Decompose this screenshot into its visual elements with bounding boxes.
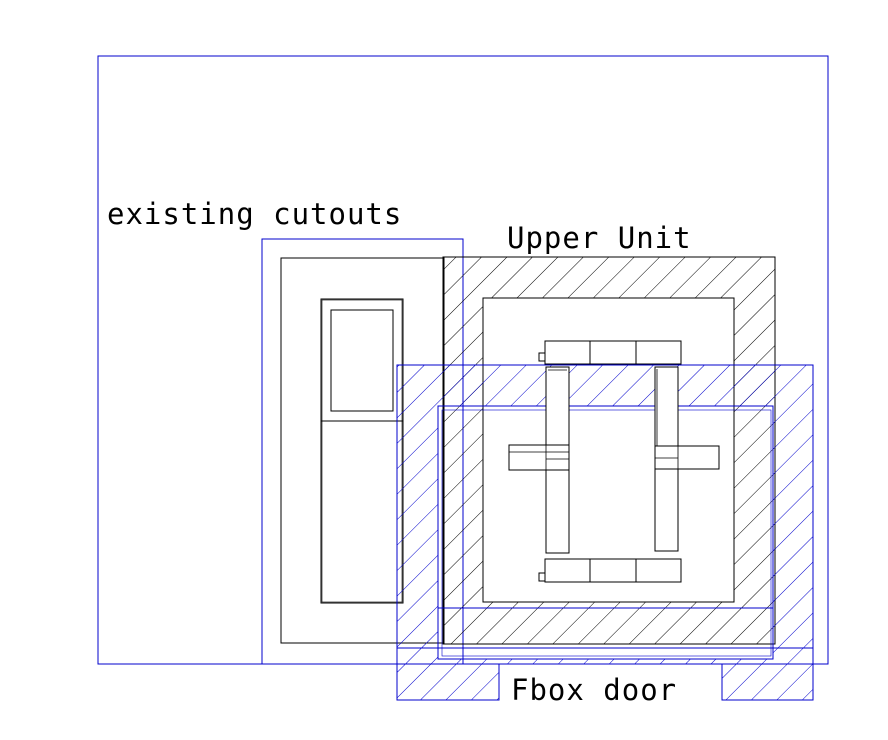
- bottom-bracket: [538, 558, 682, 583]
- fbox-door-label: Fbox door: [511, 673, 677, 707]
- side-unit-window: [330, 309, 394, 412]
- upper-unit-label: Upper Unit: [507, 221, 692, 255]
- right-cross-arm: [654, 445, 720, 470]
- existing-cutouts-label: existing cutouts: [107, 197, 402, 231]
- side-unit-panel-inner-edge: [321, 299, 403, 603]
- upper-unit-hatched-frame: [442, 256, 776, 645]
- fbox-door-inner-outline: [441, 409, 772, 657]
- side-unit-panel: [320, 298, 404, 604]
- top-bracket: [538, 340, 682, 365]
- left-cross-arm: [508, 444, 570, 471]
